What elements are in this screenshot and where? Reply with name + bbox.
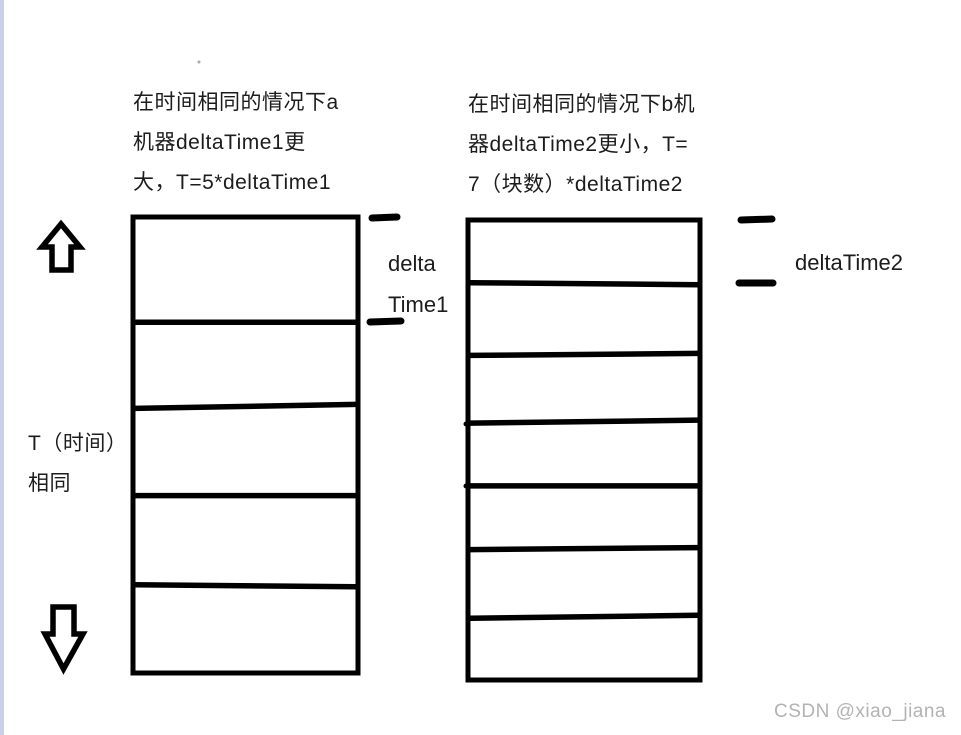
- note-line: 机器deltaTime1更: [133, 131, 306, 154]
- note-line: Time1: [388, 292, 449, 317]
- note-line: 大，T=5*deltaTime1: [133, 171, 332, 194]
- note-line: T（时间）: [28, 432, 128, 455]
- machine-a-stack: [130, 214, 361, 676]
- note-line: 相同: [28, 472, 71, 495]
- delta-time1-label: delta Time1: [388, 243, 448, 325]
- page-edge-stripe: [0, 0, 4, 735]
- time-equal-label: T（时间） 相同: [28, 424, 127, 504]
- machine-b-stack: [465, 217, 703, 683]
- note-line: delta: [388, 251, 436, 276]
- delta-time1-tick-marks: [366, 213, 405, 326]
- note-line: 在时间相同的情况下a: [133, 91, 339, 114]
- machine-b-note: 在时间相同的情况下b机 器deltaTime2更小，T= 7（块数）*delta…: [468, 85, 695, 205]
- machine-a-note: 在时间相同的情况下a 机器deltaTime1更 大，T=5*deltaTime…: [133, 83, 339, 203]
- note-line: 7（块数）*deltaTime2: [468, 173, 683, 196]
- pen-dot-artifact: [463, 483, 469, 489]
- down-arrow-icon: [40, 604, 88, 675]
- note-line: 器deltaTime2更小，T=: [468, 133, 689, 156]
- note-line: 在时间相同的情况下b机: [468, 93, 696, 116]
- watermark: CSDN @xiao_jiana: [774, 701, 946, 722]
- pen-dot-artifact: [197, 60, 201, 64]
- pen-dot-artifact: [463, 421, 469, 427]
- delta-time2-label: deltaTime2: [795, 250, 904, 275]
- delta-time2-tick-marks: [735, 215, 777, 287]
- up-arrow-icon: [36, 219, 86, 273]
